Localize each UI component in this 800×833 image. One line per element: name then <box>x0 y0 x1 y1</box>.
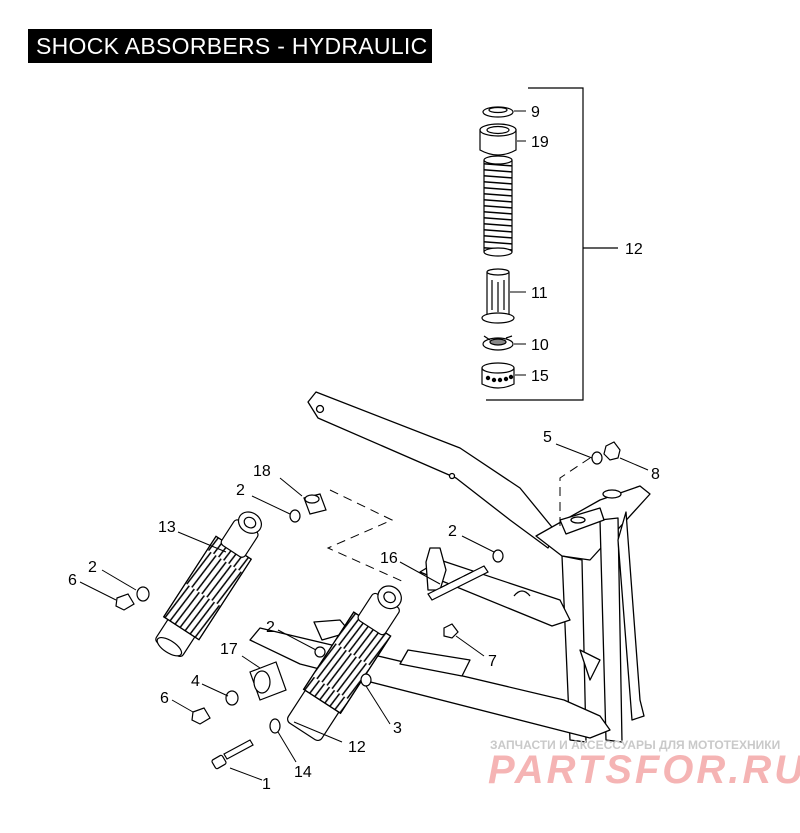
watermark-tagline: ЗАПЧАСТИ И АКСЕССУАРЫ ДЛЯ МОТОТЕХНИКИ <box>490 738 781 752</box>
callout-2-c: 2 <box>88 559 97 576</box>
coil-spring <box>483 155 513 257</box>
dashed-centerlines <box>326 457 591 583</box>
washer-part-2-d <box>314 646 326 658</box>
nut-part-7 <box>443 623 459 639</box>
nut-part-8 <box>603 441 621 461</box>
callout-2-b: 2 <box>448 523 457 540</box>
callout-7: 7 <box>488 653 497 670</box>
slotted-sleeve-part-11 <box>481 268 515 324</box>
bushing-part-17 <box>249 661 287 701</box>
callout-2-a: 2 <box>236 482 245 499</box>
callout-6-b: 6 <box>160 690 169 707</box>
rear-shock-right-part-12 <box>287 585 402 742</box>
washer-part-2-c <box>492 549 504 563</box>
bushing-part-14 <box>269 718 281 734</box>
callout-5: 5 <box>543 429 552 446</box>
rear-shock-left-part-13 <box>155 511 262 658</box>
callout-14: 14 <box>294 764 312 781</box>
callout-labels: 9 19 12 11 10 15 5 8 18 2 13 2 16 2 6 2 … <box>68 104 660 793</box>
bolt-part-1 <box>211 739 254 770</box>
washer-part-5 <box>591 451 603 465</box>
washer-part-2-a <box>289 509 301 523</box>
callout-18: 18 <box>253 463 271 480</box>
callout-17: 17 <box>220 641 238 658</box>
callout-1: 1 <box>262 776 271 793</box>
hardware-parts <box>115 441 621 770</box>
diagram-title: SHOCK ABSORBERS - HYDRAULIC <box>36 33 428 59</box>
callout-2-d: 2 <box>266 619 275 636</box>
leader-lines-upper <box>510 110 526 376</box>
adjuster-ring-part-15 <box>481 362 515 389</box>
spring-assembly-exploded <box>479 106 517 389</box>
callout-9: 9 <box>531 104 540 121</box>
callout-12-shock: 12 <box>348 739 366 756</box>
callout-3: 3 <box>393 720 402 737</box>
callout-6-a: 6 <box>68 572 77 589</box>
washer-part-4 <box>225 690 239 706</box>
callout-16: 16 <box>380 550 398 567</box>
watermark-logo-text: PARTSFOR.RU <box>488 748 800 792</box>
callout-15: 15 <box>531 368 549 385</box>
sleeve-part-18 <box>303 493 327 515</box>
callout-10: 10 <box>531 337 549 354</box>
spring-cap-part-19 <box>479 123 517 156</box>
cap-nut-part-6-b <box>191 707 211 725</box>
cap-nut-part-6-a <box>115 593 135 611</box>
callout-19: 19 <box>531 134 549 151</box>
callout-4: 4 <box>191 673 200 690</box>
title-bar: SHOCK ABSORBERS - HYDRAULIC <box>28 29 432 63</box>
callout-8: 8 <box>651 466 660 483</box>
kit-bracket <box>486 87 618 401</box>
callout-13: 13 <box>158 519 176 536</box>
callout-12-kit: 12 <box>625 241 643 258</box>
callout-11: 11 <box>531 285 548 302</box>
washer-part-2-b <box>136 586 150 602</box>
washer-part-3 <box>360 673 372 687</box>
retaining-ring-part-9 <box>482 106 514 118</box>
leader-lines-lower <box>79 443 649 781</box>
spring-seat-part-10 <box>482 335 514 351</box>
stud-part-16 <box>427 565 489 601</box>
